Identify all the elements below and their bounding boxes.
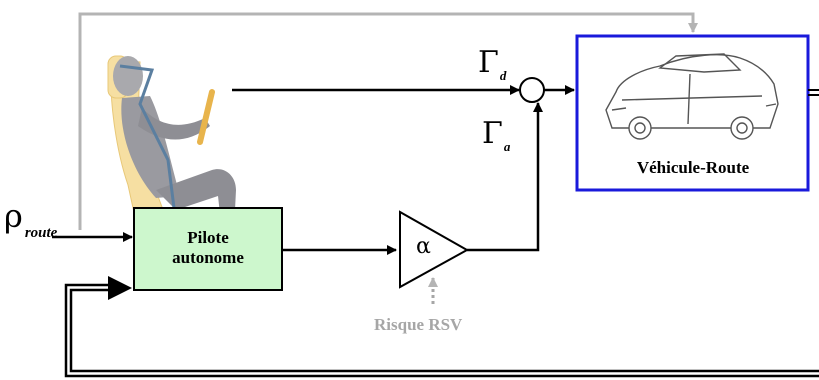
pilot-label-line1: Pilote [134,228,282,248]
risk-rsv-label: Risque RSV [374,316,462,333]
rho-symbol: ρ [4,197,23,235]
rho-subscript: route [25,225,58,241]
pilot-autonome-label: Pilote autonome [134,228,282,268]
pilot-label-line2: autonome [134,248,282,268]
gamma-d-subscript: d [500,68,507,83]
feedback-arrowhead [108,276,132,300]
gamma-a-label: Γa [482,119,509,149]
gamma-d-label: Γd [478,48,505,78]
alpha-label: α [416,236,431,258]
sum-junction [520,78,544,102]
gamma-d-symbol: Γ [478,45,499,80]
alpha-gain-triangle [400,212,467,287]
gamma-a-symbol: Γ [482,116,503,151]
vehicle-route-label: Véhicule-Route [582,158,804,178]
gamma-a-subscript: a [504,139,511,154]
